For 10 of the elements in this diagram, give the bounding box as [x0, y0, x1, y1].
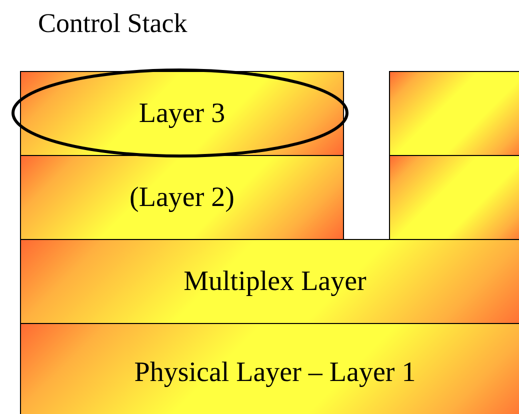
- layer-label: Multiplex Layer: [184, 266, 366, 298]
- layer-box: [389, 155, 519, 240]
- layer-label: (Layer 2): [130, 182, 234, 214]
- diagram-title: Control Stack: [38, 8, 188, 39]
- layer-box: [389, 71, 519, 156]
- layer-label: Layer 3: [138, 98, 226, 130]
- layer-box: [20, 323, 519, 414]
- layer-box: [20, 155, 344, 240]
- layer-box: [20, 239, 519, 324]
- layer-label: Physical Layer – Layer 1: [134, 357, 416, 389]
